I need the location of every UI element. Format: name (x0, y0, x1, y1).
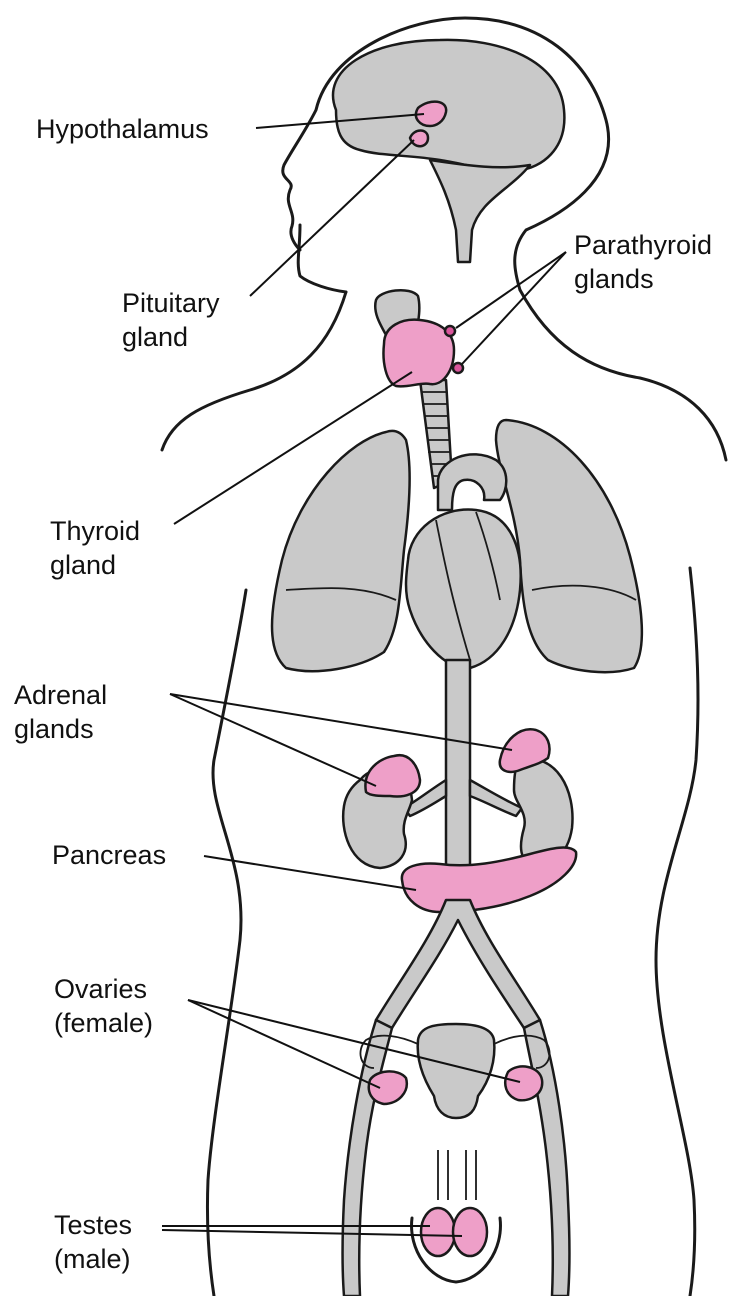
label-thyroid-line1: Thyroid (50, 514, 140, 548)
label-parathyroid-glands: Parathyroid glands (574, 228, 712, 296)
label-pituitary-line1: Pituitary (122, 286, 220, 320)
leader-pituitary (250, 140, 414, 296)
left-testis (421, 1208, 455, 1256)
label-thyroid-gland: Thyroid gland (50, 514, 140, 582)
label-adrenal-line2: glands (14, 712, 107, 746)
uterus (418, 1024, 495, 1118)
pituitary-gland (410, 131, 428, 147)
cerebellum-brainstem (430, 160, 530, 262)
right-lung (496, 420, 642, 672)
torso-left-outline (207, 590, 246, 1296)
heart (406, 510, 521, 669)
label-ovaries-line2: (female) (54, 1006, 153, 1040)
label-ovaries: Ovaries (female) (54, 972, 153, 1040)
label-hypothalamus: Hypothalamus (36, 112, 209, 146)
label-ovaries-line1: Ovaries (54, 972, 153, 1006)
label-pancreas: Pancreas (52, 838, 166, 872)
left-leg-vessels (343, 1020, 393, 1296)
label-thyroid-line2: gland (50, 548, 140, 582)
right-testis (453, 1208, 487, 1256)
label-pituitary-gland: Pituitary gland (122, 286, 220, 354)
label-parathyroid-line1: Parathyroid (574, 228, 712, 262)
brain (333, 40, 564, 171)
left-lung (272, 431, 410, 671)
head-outline (298, 225, 346, 292)
label-testes-line2: (male) (54, 1242, 132, 1276)
torso-right-outline (656, 568, 698, 1296)
left-ovary (369, 1071, 407, 1104)
label-adrenal-line1: Adrenal (14, 678, 107, 712)
parathyroid-gland-lower (453, 363, 463, 373)
iliac-arteries (376, 900, 540, 1028)
leader-ovary-left (188, 1000, 380, 1088)
right-ovary (505, 1066, 542, 1100)
aortic-arch (438, 454, 506, 510)
parathyroid-gland-upper (445, 326, 455, 336)
label-testes: Testes (male) (54, 1208, 132, 1276)
label-adrenal-glands: Adrenal glands (14, 678, 107, 746)
pancreas-gland (402, 848, 576, 912)
label-pituitary-line2: gland (122, 320, 220, 354)
label-parathyroid-line2: glands (574, 262, 712, 296)
label-hypothalamus-line1: Hypothalamus (36, 112, 209, 146)
leader-parathyroid-upper (456, 252, 566, 328)
leader-adrenal-left (170, 694, 376, 786)
spermatic-cords (438, 1150, 476, 1200)
label-testes-line1: Testes (54, 1208, 132, 1242)
label-pancreas-line1: Pancreas (52, 838, 166, 872)
left-adrenal-gland (365, 755, 420, 796)
thyroid-gland (384, 320, 455, 387)
